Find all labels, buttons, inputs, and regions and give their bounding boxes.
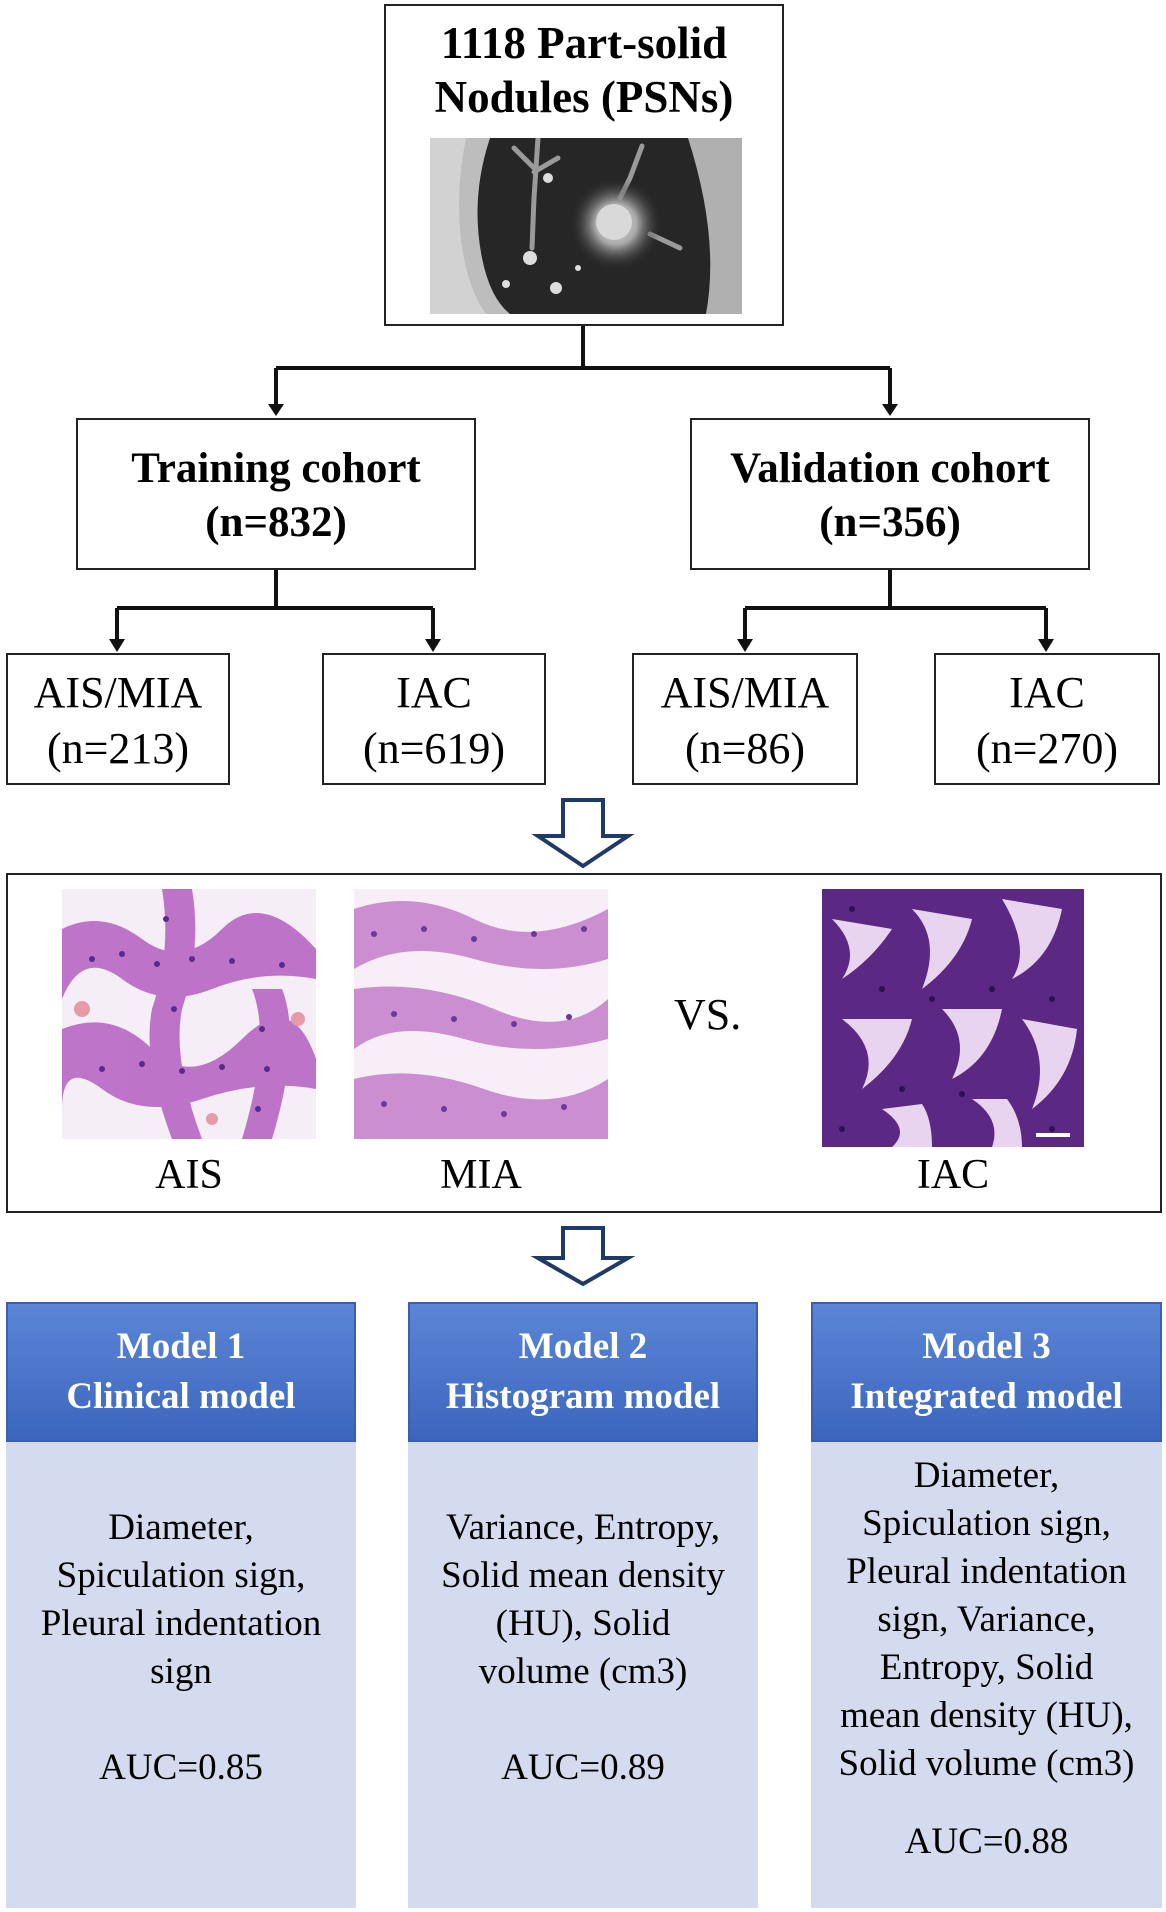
validation-cohort-box: Validation cohort (n=356) — [690, 418, 1090, 570]
group-count: (n=213) — [46, 724, 190, 773]
group-count: (n=86) — [684, 724, 806, 773]
arrow-head — [109, 639, 125, 652]
model-3-feature: Diameter, — [913, 1455, 1060, 1496]
arrow-head — [1038, 639, 1054, 652]
model-3-auc: AUC=0.88 — [904, 1821, 1069, 1862]
mia-histology-drawing — [354, 889, 608, 1139]
model-1-feature: Spiculation sign, — [56, 1555, 306, 1596]
group-label: AIS/MIA — [33, 668, 203, 717]
model-1-name: Clinical model — [66, 1376, 296, 1417]
arrow-head — [268, 404, 284, 416]
model-3-feature: Solid volume (cm3) — [838, 1743, 1135, 1784]
model-1-header: Model 1 Clinical model — [6, 1302, 356, 1442]
validation-cohort-count: (n=356) — [819, 499, 961, 546]
model-1-body: Diameter, Spiculation sign, Pleural inde… — [6, 1442, 356, 1908]
model-3-card: Model 3 Integrated model Diameter, Spicu… — [811, 1302, 1162, 1908]
model-1-feature: sign — [150, 1651, 212, 1692]
model-3-feature: mean density (HU), — [840, 1695, 1133, 1736]
model-1-feature: Pleural indentation — [40, 1603, 322, 1644]
model-1-card: Model 1 Clinical model Diameter, Spicula… — [6, 1302, 356, 1908]
pathology-panel: VS. AIS MIA IAC — [6, 873, 1162, 1213]
model-3-body: Diameter, Spiculation sign, Pleural inde… — [811, 1442, 1162, 1908]
ais-histology-drawing — [62, 889, 316, 1139]
group-label: IAC — [1009, 668, 1085, 717]
iac-histology-drawing — [822, 889, 1084, 1147]
arrow-head — [737, 639, 753, 652]
model-2-feature: Variance, Entropy, — [446, 1507, 720, 1548]
group-label: AIS/MIA — [660, 668, 830, 717]
model-2-feature: volume (cm3) — [478, 1651, 688, 1692]
down-arrow-icon — [531, 798, 635, 869]
mia-histology-image — [354, 889, 608, 1139]
ct-scan-image — [430, 138, 742, 314]
validation-cohort-title: Validation cohort — [730, 445, 1050, 492]
model-2-auc: AUC=0.89 — [501, 1747, 665, 1788]
model-1-feature: Diameter, — [108, 1507, 254, 1548]
validation-iac-box: IAC (n=270) — [934, 653, 1160, 785]
versus-label: VS. — [674, 990, 742, 1039]
ct-scan-drawing — [430, 138, 742, 314]
model-3-number: Model 3 — [922, 1326, 1051, 1367]
model-1-auc: AUC=0.85 — [99, 1747, 263, 1788]
group-count: (n=270) — [975, 724, 1119, 773]
training-cohort-count: (n=832) — [205, 499, 347, 546]
iac-histology-image — [822, 889, 1084, 1147]
model-2-name: Histogram model — [445, 1376, 721, 1417]
ais-histology-image — [62, 889, 316, 1139]
total-nodules-title-line1: 1118 Part-solid — [440, 18, 728, 68]
model-2-feature: (HU), Solid — [495, 1603, 671, 1644]
group-label: IAC — [396, 668, 472, 717]
total-nodules-title-line2: Nodules (PSNs) — [434, 72, 734, 122]
model-3-header: Model 3 Integrated model — [811, 1302, 1162, 1442]
model-2-card: Model 2 Histogram model Variance, Entrop… — [408, 1302, 758, 1908]
mia-label: MIA — [440, 1152, 522, 1198]
model-2-number: Model 2 — [518, 1326, 648, 1367]
iac-label: IAC — [916, 1152, 990, 1198]
arrow-head — [425, 639, 441, 652]
arrow-head — [882, 404, 898, 416]
model-3-name: Integrated model — [850, 1376, 1123, 1417]
model-2-feature: Solid mean density — [441, 1555, 725, 1596]
down-arrow-icon — [530, 1226, 636, 1287]
validation-ais-mia-box: AIS/MIA (n=86) — [632, 653, 858, 785]
total-nodules-box: 1118 Part-solid Nodules (PSNs) — [384, 4, 784, 326]
model-2-body: Variance, Entropy, Solid mean density (H… — [408, 1442, 758, 1908]
model-3-feature: Entropy, Solid — [879, 1647, 1094, 1688]
group-count: (n=619) — [362, 724, 506, 773]
model-3-feature: sign, Variance, — [877, 1599, 1096, 1640]
model-2-header: Model 2 Histogram model — [408, 1302, 758, 1442]
model-3-feature: Spiculation sign, — [862, 1503, 1111, 1544]
model-1-number: Model 1 — [116, 1326, 246, 1367]
training-cohort-box: Training cohort (n=832) — [76, 418, 476, 570]
training-iac-box: IAC (n=619) — [322, 653, 546, 785]
training-ais-mia-box: AIS/MIA (n=213) — [6, 653, 230, 785]
training-cohort-title: Training cohort — [131, 445, 421, 492]
model-3-feature: Pleural indentation — [846, 1551, 1127, 1592]
ais-label: AIS — [155, 1152, 223, 1198]
